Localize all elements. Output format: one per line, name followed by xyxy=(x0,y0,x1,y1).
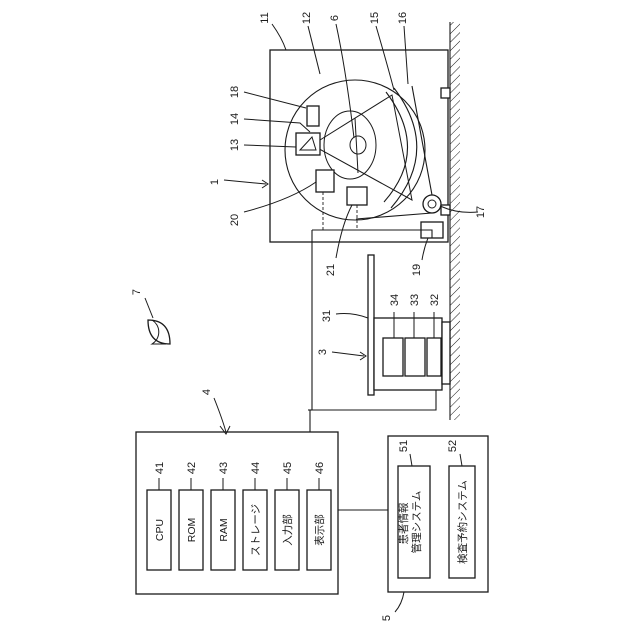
ref-11: 11 xyxy=(259,12,271,23)
ref-14: 14 xyxy=(229,113,241,125)
console-unit-ref-46: 46 xyxy=(314,462,326,474)
unit-21-box xyxy=(347,187,367,205)
bed-part-34 xyxy=(383,338,403,376)
system-52-label: 検査予約システム xyxy=(456,480,469,564)
x-ray-tube xyxy=(296,133,320,155)
ref-21: 21 xyxy=(325,264,337,276)
ref-31: 31 xyxy=(321,310,333,322)
unit-20-box xyxy=(316,170,334,192)
ref-7: 7 xyxy=(131,289,143,295)
ref-13: 13 xyxy=(229,139,241,151)
console-unit-label-43: RAM xyxy=(218,518,230,541)
bed-part-32 xyxy=(427,338,441,376)
bed xyxy=(368,255,450,395)
ref-15: 15 xyxy=(369,12,381,24)
external-systems: 患者情報 管理システム 検査予約システム xyxy=(388,436,488,592)
ref-1: 1 xyxy=(209,179,221,185)
gantry xyxy=(270,50,450,242)
ref-52: 52 xyxy=(447,440,459,452)
system-51-line-2: 管理システム xyxy=(410,491,423,554)
ref-5: 5 xyxy=(381,615,393,621)
console-unit-ref-42: 42 xyxy=(186,462,198,474)
console-unit-ref-44: 44 xyxy=(250,462,262,474)
bed-part-33 xyxy=(405,338,425,376)
ref-4: 4 xyxy=(201,389,213,395)
ref-16: 16 xyxy=(397,12,409,24)
console-unit-label-46: 表示部 xyxy=(313,514,326,546)
console-unit-ref-41: 41 xyxy=(154,462,166,474)
unit-18-box xyxy=(307,106,319,126)
ref-32: 32 xyxy=(429,294,441,306)
console-unit-label-42: ROM xyxy=(186,518,198,543)
system-51-line-1: 患者情報 xyxy=(397,502,410,544)
console: 41CPU 42ROM 43RAM 44 ストレージ 45 入力部 46 表示部 xyxy=(136,432,338,594)
floor xyxy=(450,22,460,420)
pulley xyxy=(423,195,441,213)
ref-34: 34 xyxy=(389,294,401,306)
console-unit-ref-43: 43 xyxy=(218,462,230,474)
console-unit-label-45: 入力部 xyxy=(281,514,294,546)
console-unit-ref-45: 45 xyxy=(282,462,294,474)
ref-33: 33 xyxy=(409,294,421,306)
ref-12: 12 xyxy=(301,12,313,24)
ref-19: 19 xyxy=(411,264,423,276)
ref-3: 3 xyxy=(317,349,329,355)
ref-51: 51 xyxy=(398,440,410,452)
ref-18: 18 xyxy=(229,86,241,98)
console-unit-label-44: ストレージ xyxy=(250,504,262,556)
ref-6: 6 xyxy=(329,15,341,21)
console-unit-label-41: CPU xyxy=(154,519,166,541)
ref-20: 20 xyxy=(229,214,241,226)
bed-top xyxy=(368,255,374,395)
